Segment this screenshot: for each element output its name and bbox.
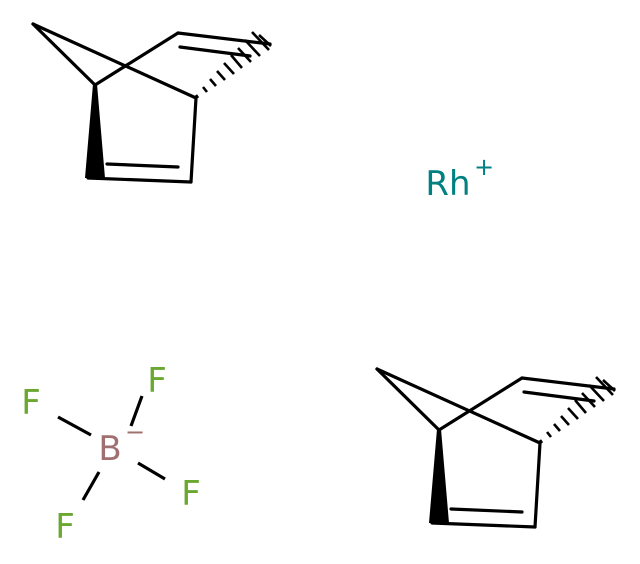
upper-alkene-inner-bond xyxy=(522,390,596,403)
upper-alkene-bond xyxy=(520,376,616,391)
fluorine-atom-right: F xyxy=(181,474,201,514)
fluorine-atom-top: F xyxy=(147,361,167,401)
rhodium-cation: Rh + xyxy=(425,153,494,204)
norbornadiene-1 xyxy=(31,22,272,184)
rhodium-atom: Rh xyxy=(425,164,470,204)
bridge-bond-right xyxy=(31,22,198,100)
upper-ring-bond xyxy=(437,376,524,432)
rhodium-charge: + xyxy=(474,153,494,181)
b-f-bond-top xyxy=(129,395,144,427)
b-f-bond-left xyxy=(57,415,92,437)
fluorine-atom-left: F xyxy=(21,383,41,423)
boron-charge: − xyxy=(125,418,145,446)
boron-atom: B xyxy=(98,429,121,469)
hashed-wedge-bond xyxy=(194,31,272,99)
wedge-bond xyxy=(429,429,449,523)
lower-alkene-bond xyxy=(430,521,537,529)
lower-alkene-inner-bond xyxy=(105,162,180,169)
norbornadiene-2 xyxy=(375,367,616,529)
right-ring-bond xyxy=(533,441,542,529)
upper-alkene-inner-bond xyxy=(178,45,252,58)
lower-alkene-bond xyxy=(86,176,193,184)
upper-alkene-bond xyxy=(176,31,272,46)
lower-alkene-inner-bond xyxy=(449,507,524,514)
fluorine-atom-bottom: F xyxy=(55,507,75,547)
hashed-wedge-bond xyxy=(538,376,616,444)
b-f-bond-right xyxy=(137,461,166,481)
tetrafluoroborate: F F F F B − xyxy=(21,361,201,547)
bridge-bond-left xyxy=(31,22,97,87)
bridge-bond-left xyxy=(375,367,441,432)
b-f-bond-bottom xyxy=(81,471,101,501)
wedge-bond xyxy=(85,84,105,178)
bridge-bond-right xyxy=(375,367,542,445)
right-ring-bond xyxy=(189,96,198,184)
upper-ring-bond xyxy=(93,31,180,87)
